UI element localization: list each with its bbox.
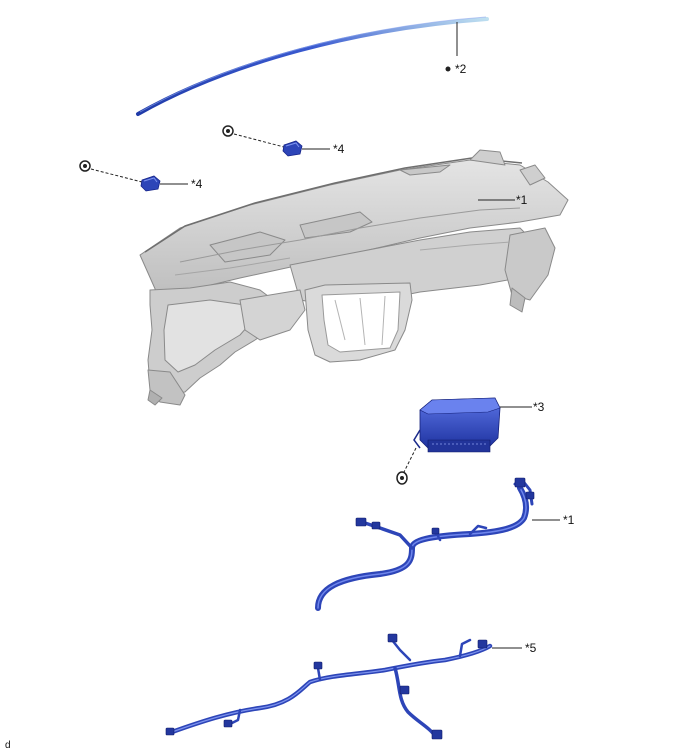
callout-c1-panel: *1 bbox=[516, 193, 528, 207]
screw-upper bbox=[222, 125, 234, 137]
dashed-leader-airbag bbox=[403, 447, 417, 473]
airbag-screw bbox=[396, 471, 408, 485]
reference-code: d bbox=[5, 740, 11, 751]
dashed-leader-lower bbox=[90, 168, 143, 183]
clip-upper bbox=[282, 140, 303, 157]
callout-c4-lower: *4 bbox=[191, 177, 203, 191]
airbag-module bbox=[413, 397, 501, 453]
callout-c5: *5 bbox=[525, 641, 537, 655]
instrument-panel bbox=[139, 149, 569, 406]
harness-upper-connectors bbox=[355, 477, 535, 535]
callout-c4-upper: *4 bbox=[333, 142, 345, 156]
leader-c2 bbox=[445, 22, 458, 72]
clip-lower bbox=[140, 175, 161, 192]
callout-c1-harness: *1 bbox=[563, 513, 575, 527]
callout-c2: *2 bbox=[455, 62, 467, 76]
wire-harness-lower bbox=[169, 638, 493, 738]
dashed-leader-upper bbox=[233, 133, 285, 148]
screw-lower bbox=[79, 160, 91, 172]
wire-harness-upper bbox=[315, 478, 534, 611]
callout-c3: *3 bbox=[533, 400, 545, 414]
windshield-strip bbox=[136, 16, 489, 116]
harness-lower-connectors bbox=[165, 633, 488, 740]
